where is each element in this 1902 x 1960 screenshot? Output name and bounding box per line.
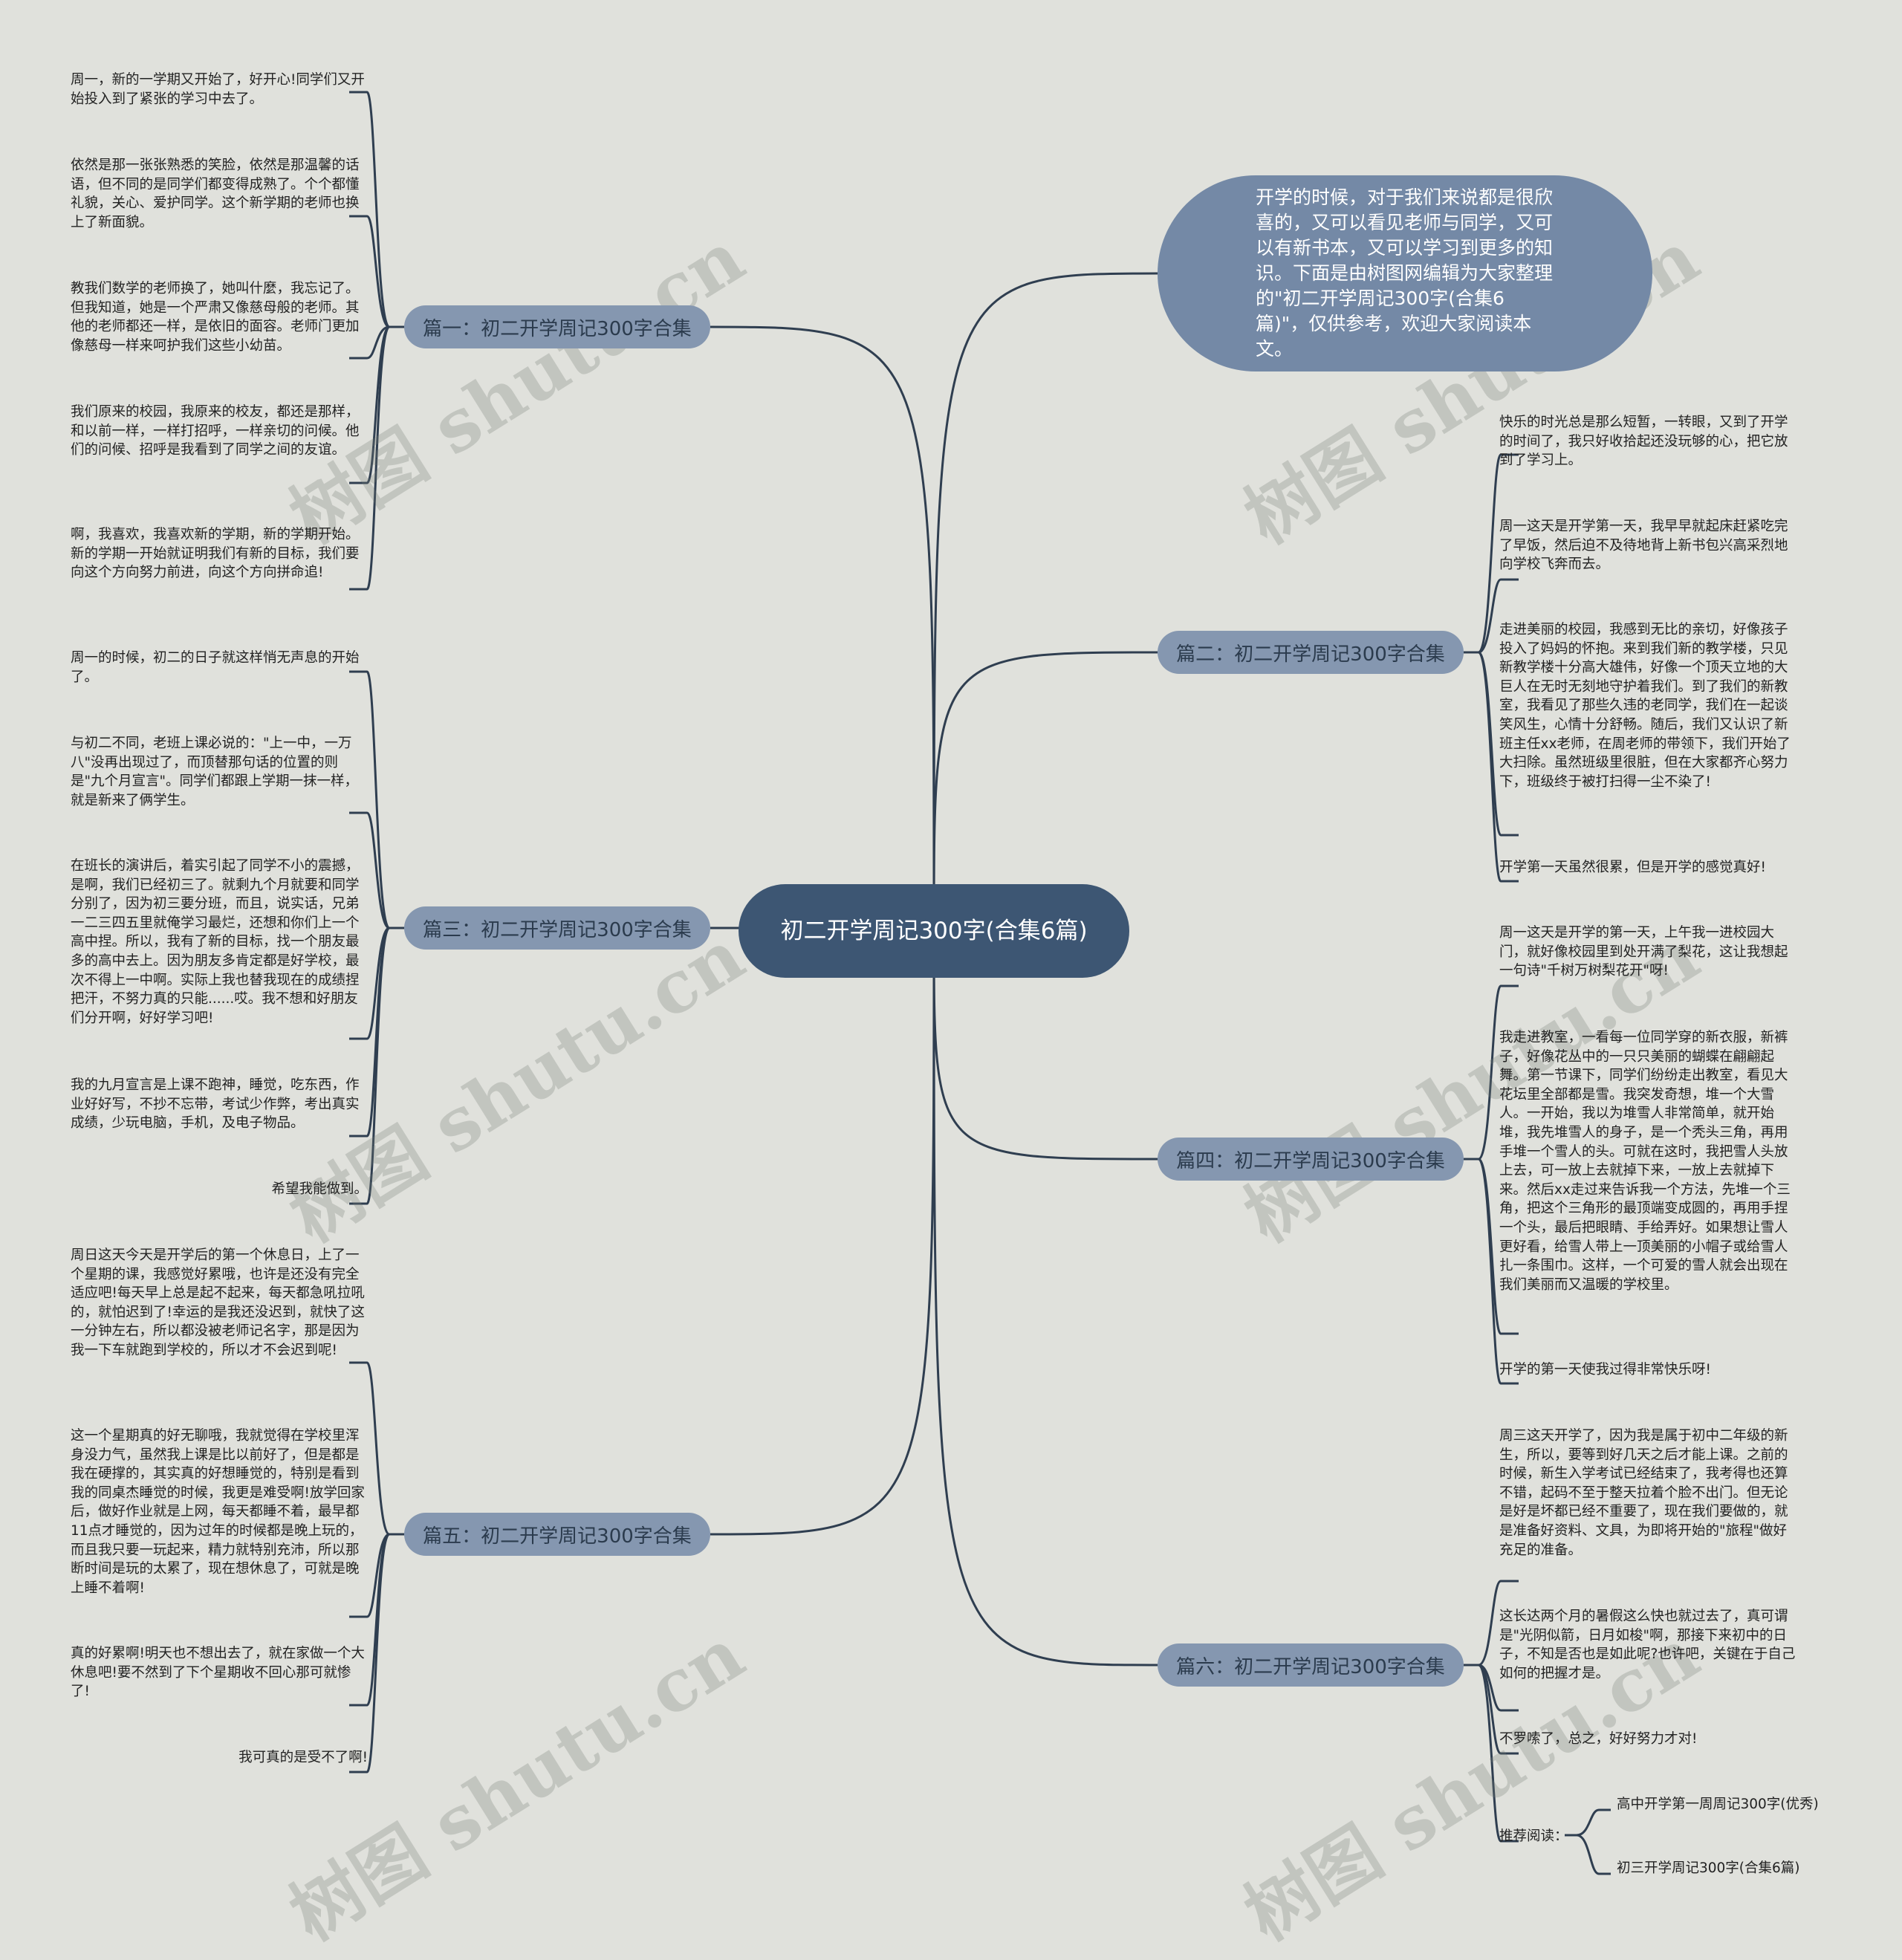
branch-5[interactable]: 篇五：初二开学周记300字合集	[404, 1513, 710, 1556]
edge-branch-4-leaf-3	[1477, 1158, 1519, 1385]
edge-recommended-2	[1576, 1834, 1611, 1875]
edge-branch-1-leaf-3	[349, 325, 390, 360]
branch-1[interactable]: 篇一：初二开学周记300字合集	[404, 305, 710, 348]
branch-6[interactable]: 篇六：初二开学周记300字合集	[1158, 1643, 1464, 1687]
recommended-link-1[interactable]: 高中开学第一周周记300字(优秀)	[1617, 1797, 1819, 1812]
leaf-2-1: 快乐的时光总是那么短暂，一转眼，又到了开学的时间了，我只好收拾起还没玩够的心，把…	[1499, 415, 1788, 469]
branch-4[interactable]: 篇四：初二开学周记300字合集	[1158, 1138, 1464, 1181]
recommended-label: 推荐阅读：	[1499, 1828, 1568, 1844]
leaf-6-2: 这长达两个月的暑假这么快也就过去了，真可谓是"光阴似箭，日月如梭"啊，那接下来初…	[1499, 1609, 1796, 1681]
edge-branch-3-leaf-5	[349, 927, 391, 1205]
leaf-5-4: 我可真的是受不了啊!	[238, 1750, 368, 1765]
leaf-4-1: 周一这天是开学的第一天，上午我一进校园大门，就好像校园里到处开满了梨花，这让我想…	[1499, 925, 1788, 979]
leaf-3-5: 希望我能做到。	[271, 1181, 368, 1197]
root-topic[interactable]: 初二开学周记300字(合集6篇)	[739, 884, 1129, 978]
leaf-6-3: 不罗嗦了，总之，好好努力才对!	[1499, 1731, 1698, 1747]
edge-root-intro	[932, 272, 1158, 932]
edge-branch-5-leaf-1	[349, 1361, 391, 1536]
edge-branch-6-leaf-4	[1477, 1664, 1519, 1843]
edge-branch-4-leaf-1	[1477, 984, 1519, 1161]
edge-branch-1-leaf-5	[349, 325, 391, 591]
leaf-1-1: 周一，新的一学期又开始了，好开心!同学们又开始投入到了紧张的学习中去了。	[71, 72, 365, 107]
edge-root-branch-1	[710, 325, 935, 932]
intro-node[interactable]: 开学的时候，对于我们来说都是很欣喜的，又可以看见老师与同学，又可以有新书本，又可…	[1158, 175, 1652, 371]
edge-recommended-1	[1576, 1808, 1611, 1837]
leaf-3-2: 与初二不同，老班上课必说的："上一中，一万八"没再出现过了，而顶替那句话的位置的…	[71, 736, 359, 808]
edge-branch-2-leaf-1	[1477, 453, 1519, 654]
leaf-5-3: 真的好累啊!明天也不想出去了，就在家做一个大休息吧!要不然到了下个星期收不回心那…	[71, 1646, 365, 1700]
edge-branch-1-leaf-2	[349, 215, 390, 328]
leaf-3-4: 我的九月宣言是上课不跑神，睡觉，吃东西，作业好好写，不抄不忘带，考试少作弊，考出…	[71, 1077, 360, 1132]
leaf-4-2: 我走进教室，一看每一位同学穿的新衣服，新裤子，好像花丛中的一只只美丽的蝴蝶在翩翩…	[1499, 1030, 1791, 1293]
leaf-1-5: 啊，我喜欢，我喜欢新的学期，新的学期开始。新的学期一开始就证明我们有新的目标，我…	[71, 527, 360, 581]
edge-branch-3-leaf-3	[349, 927, 390, 1040]
edge-branch-6-leaf-1	[1478, 1580, 1519, 1667]
edge-branch-2-leaf-4	[1477, 651, 1519, 883]
leaf-2-3: 走进美丽的校园，我感到无比的亲切，好像孩子投入了妈妈的怀抱。来到我们新的教学楼，…	[1499, 622, 1791, 790]
leaf-6-1: 周三这天开学了，因为我是属于初中二年级的新生，所以，要等到好几天之后才能上课。之…	[1499, 1428, 1788, 1558]
leaf-1-2: 依然是那一张张熟悉的笑脸，依然是那温馨的话语，但不同的是同学们都变得成熟了。个个…	[71, 158, 360, 230]
leaf-3-3: 在班长的演讲后，着实引起了同学不小的震撼，是啊，我们已经初三了。就剩九个月就要和…	[71, 858, 360, 1026]
leaf-1-3: 教我们数学的老师换了，她叫什麼，我忘记了。但我知道，她是一个严肃又像慈母般的老师…	[71, 281, 360, 354]
edge-branch-5-leaf-2	[349, 1533, 390, 1618]
leaf-5-1: 周日这天今天是开学后的第一个休息日，上了一个星期的课，我感觉好累哦，也许是还没有…	[71, 1247, 365, 1358]
edge-branch-2-leaf-2	[1478, 578, 1519, 654]
leaf-1-4: 我们原来的校园，我原来的校友，都还是那样，和以前一样，一样打招呼，一样亲切的问候…	[71, 404, 360, 458]
branch-2[interactable]: 篇二：初二开学周记300字合集	[1158, 631, 1464, 674]
edge-branch-5-leaf-4	[349, 1533, 391, 1774]
leaf-5-2: 这一个星期真的好无聊哦，我就觉得在学校里浑身没力气，虽然我上课是比以前好了，但是…	[71, 1428, 365, 1596]
edge-branch-3-leaf-1	[349, 670, 391, 929]
recommended-link-2[interactable]: 初三开学周记300字(合集6篇)	[1617, 1860, 1800, 1876]
edge-branch-3-leaf-2	[349, 811, 390, 929]
leaf-2-4: 开学第一天虽然很累，但是开学的感觉真好!	[1499, 860, 1766, 875]
leaf-4-3: 开学的第一天使我过得非常快乐呀!	[1499, 1362, 1711, 1377]
edge-root-branch-6	[932, 930, 1158, 1667]
edge-branch-1-leaf-1	[349, 91, 391, 328]
branch-3[interactable]: 篇三：初二开学周记300字合集	[404, 906, 710, 950]
leaf-2-2: 周一这天是开学第一天，我早早就起床赶紧吃完了早饭，然后迫不及待地背上新书包兴高采…	[1499, 519, 1788, 573]
leaf-3-1: 周一的时候，初二的日子就这样悄无声息的开始了。	[71, 650, 360, 685]
edge-branch-6-leaf-3	[1478, 1664, 1519, 1755]
edge-root-branch-5	[710, 930, 935, 1536]
